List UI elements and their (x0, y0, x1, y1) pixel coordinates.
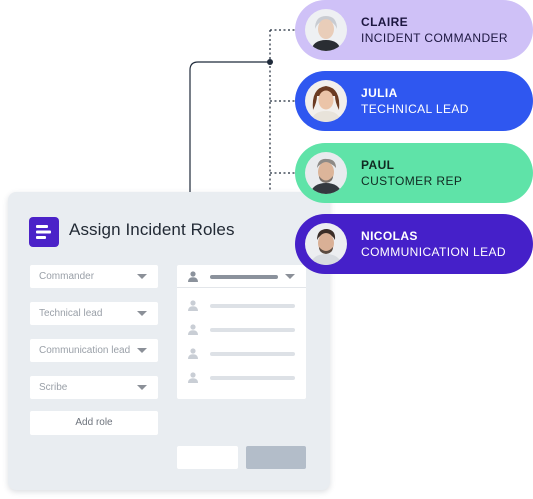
placeholder-bar (210, 352, 295, 356)
commander-select[interactable]: Commander (30, 265, 158, 288)
placeholder-bar (210, 328, 295, 332)
avatar (305, 223, 347, 265)
chevron-down-icon (137, 385, 147, 390)
placeholder-bar (210, 275, 278, 279)
assignee-list (177, 265, 306, 399)
page-title: Assign Incident Roles (69, 220, 235, 239)
assignee-dropdown[interactable] (177, 265, 306, 288)
person-role: CUSTOMER REP (361, 174, 463, 188)
user-icon (188, 300, 198, 311)
role-card-nicolas[interactable]: NICOLAS COMMUNICATION LEAD (295, 214, 533, 274)
list-item[interactable] (177, 294, 306, 318)
add-role-button[interactable]: Add role (30, 411, 158, 435)
person-name: CLAIRE (361, 15, 409, 29)
user-icon (188, 372, 198, 383)
assign-roles-card: Assign Incident Roles Commander Technica… (8, 192, 330, 490)
chevron-down-icon (137, 311, 147, 316)
chevron-down-icon (137, 348, 147, 353)
person-name: PAUL (361, 158, 395, 172)
communication-lead-select[interactable]: Communication lead (30, 339, 158, 362)
avatar (305, 152, 347, 194)
technical-lead-select[interactable]: Technical lead (30, 302, 158, 325)
select-label: Communication lead (39, 345, 131, 356)
person-role: INCIDENT COMMANDER (361, 31, 508, 45)
user-icon (188, 324, 198, 335)
role-card-claire[interactable]: CLAIRE INCIDENT COMMANDER (295, 0, 533, 60)
role-card-paul[interactable]: PAUL CUSTOMER REP (295, 143, 533, 203)
scribe-select[interactable]: Scribe (30, 376, 158, 399)
person-name: NICOLAS (361, 229, 418, 243)
role-card-julia[interactable]: JULIA TECHNICAL LEAD (295, 71, 533, 131)
select-label: Technical lead (39, 308, 103, 319)
person-role: TECHNICAL LEAD (361, 102, 469, 116)
person-role: COMMUNICATION LEAD (361, 245, 506, 259)
chevron-down-icon (285, 274, 295, 279)
select-label: Commander (39, 271, 95, 282)
chevron-down-icon (137, 274, 147, 279)
avatar (305, 80, 347, 122)
placeholder-bar (210, 376, 295, 380)
select-label: Scribe (39, 382, 68, 393)
placeholder-bar (210, 304, 295, 308)
user-icon (188, 271, 198, 282)
document-lines-icon (29, 217, 59, 247)
list-item[interactable] (177, 366, 306, 390)
cancel-button[interactable] (177, 446, 238, 469)
list-item[interactable] (177, 318, 306, 342)
user-icon (188, 348, 198, 359)
list-item[interactable] (177, 342, 306, 366)
person-name: JULIA (361, 86, 398, 100)
avatar (305, 9, 347, 51)
confirm-button[interactable] (246, 446, 306, 469)
